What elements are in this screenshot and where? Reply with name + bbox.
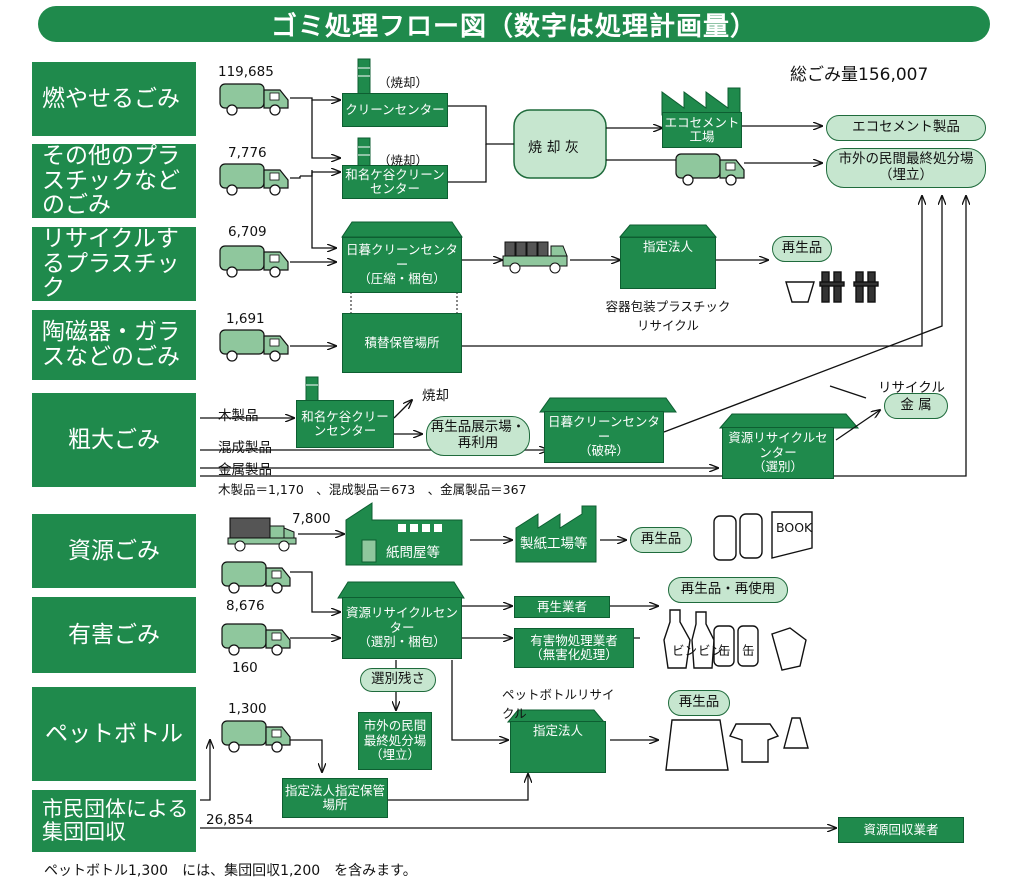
higurashi-crush-label: 日暮クリーンセンター bbox=[548, 414, 660, 444]
can-label-1: 缶 bbox=[718, 643, 731, 658]
designated-label-2: 指定法人 bbox=[532, 723, 583, 738]
category-ceramic: 陶磁器・ガラスなどのごみ bbox=[32, 310, 196, 380]
truck-icon bbox=[221, 561, 291, 594]
reuse-exhibit: 再生品展示場・再利用 bbox=[426, 416, 530, 456]
bottle-label-1: ビン bbox=[672, 643, 698, 658]
truck-icon bbox=[502, 241, 568, 274]
recycled-product-1: 再生品 bbox=[772, 236, 832, 262]
amount-recycle-plastic: 6,709 bbox=[228, 224, 267, 240]
designated-corp-2: 指定法人 bbox=[510, 721, 606, 773]
incineration-tag-1: （焼却） bbox=[378, 75, 429, 90]
amount-burnable: 119,685 bbox=[218, 64, 274, 80]
truck-icon bbox=[221, 623, 291, 656]
metal-recycle-label: リサイクル bbox=[878, 380, 945, 396]
category-resource: 資源ごみ bbox=[32, 514, 196, 588]
amount-hazardous-b: 160 bbox=[232, 660, 258, 676]
paper-dealer-label: 紙問屋等 bbox=[386, 545, 440, 561]
ash-label: 焼 却 灰 bbox=[528, 140, 579, 156]
resource-recycle-center: 資源リサイクルセンター （選別・梱包） bbox=[342, 597, 462, 659]
higurashi-note: （圧縮・梱包） bbox=[358, 271, 446, 287]
amount-other-plastic: 7,776 bbox=[228, 145, 267, 161]
resource-collector: 資源回収業者 bbox=[838, 817, 964, 843]
bulky-wood-label: 木製品 bbox=[218, 408, 259, 424]
container-recycle: 容器包装プラスチックリサイクル bbox=[605, 299, 731, 333]
designated-corp-1: 指定法人 bbox=[620, 237, 716, 289]
bulky-breakdown: 木製品＝1,170 、混成製品＝673 、金属製品＝367 bbox=[218, 482, 527, 497]
resource-center-sort-label: 資源リサイクルセンター bbox=[728, 430, 828, 460]
pet-recycle-label: ペットボトルリサイクル bbox=[502, 687, 615, 721]
bulky-metal-label: 金属製品 bbox=[218, 462, 272, 478]
recycled-product-3: 再生品 bbox=[668, 690, 730, 716]
recycler-box: 再生業者 bbox=[514, 596, 610, 618]
truck-icon bbox=[219, 329, 289, 362]
recycled-reuse: 再生品・再使用 bbox=[668, 577, 788, 603]
eco-cement-plant-label: エコセメント工場 bbox=[664, 114, 740, 144]
higurashi-center: 日暮クリーンセンター （圧縮・梱包） bbox=[342, 237, 462, 293]
hazard-processor-label: 有害物処理業者 bbox=[530, 632, 618, 648]
category-recycle-plastic: リサイクルするプラスチック bbox=[32, 226, 196, 301]
crush-note: （破砕） bbox=[578, 443, 629, 459]
eco-cement-plant: エコセメント工場 bbox=[662, 112, 742, 148]
book-label: BOOK bbox=[776, 520, 813, 535]
category-hazardous: 有害ごみ bbox=[32, 597, 196, 673]
category-burnable: 燃やせるごみ bbox=[32, 62, 196, 136]
metal-box: 金 属 bbox=[884, 393, 948, 419]
designated-storage-label: 指定法人指定保管場所 bbox=[284, 782, 385, 812]
bottle-label-2: ビン bbox=[698, 643, 724, 658]
amount-hazardous-a: 8,676 bbox=[226, 598, 265, 614]
resource-recycle-center-label: 資源リサイクルセンター bbox=[346, 605, 458, 635]
landfill-box: 市外の民間最終処分場（埋立） bbox=[826, 148, 986, 188]
sort-pack-note: （選別・梱包） bbox=[358, 634, 446, 650]
truck-icon bbox=[219, 83, 289, 116]
resource-center-sort: 資源リサイクルセンター （選別） bbox=[722, 427, 834, 479]
wanagaya-center-label: 和名ケ谷クリーンセンター bbox=[345, 166, 445, 196]
truck-icon bbox=[219, 245, 289, 278]
clean-center-box: クリーンセンター bbox=[342, 93, 448, 127]
wanagaya-center-box: 和名ケ谷クリーンセンター bbox=[342, 165, 448, 199]
total-waste: 総ごみ量156,007 bbox=[790, 65, 929, 85]
storage-label: 積替保管場所 bbox=[364, 334, 440, 350]
recycled-product-2: 再生品 bbox=[630, 527, 692, 553]
hazard-processor-box: 有害物処理業者 （無害化処理） bbox=[514, 628, 634, 668]
category-bulky: 粗大ごみ bbox=[32, 393, 196, 487]
incineration-tag-2: （焼却） bbox=[378, 153, 429, 168]
incinerate-label: 焼却 bbox=[422, 388, 449, 404]
bulky-mixed-label: 混成製品 bbox=[218, 440, 272, 456]
wanagaya-bulky-label: 和名ケ谷クリーンセンター bbox=[301, 408, 389, 438]
amount-resource: 7,800 bbox=[292, 511, 331, 527]
designated-label-1: 指定法人 bbox=[642, 239, 693, 254]
truck-icon bbox=[219, 163, 289, 196]
recycler-label: 再生業者 bbox=[536, 598, 587, 614]
truck-icon bbox=[221, 720, 291, 753]
higurashi-label: 日暮クリーンセンター bbox=[346, 242, 458, 272]
eco-cement-product: エコセメント製品 bbox=[826, 115, 986, 141]
landfill-2: 市外の民間最終処分場（埋立） bbox=[358, 712, 432, 770]
clean-center-label: クリーンセンター bbox=[345, 101, 445, 117]
truck-icon bbox=[675, 153, 745, 186]
category-pet: ペットボトル bbox=[32, 687, 196, 781]
sort-residue: 選別残さ bbox=[360, 668, 436, 692]
landfill-2-label: 市外の民間最終処分場（埋立） bbox=[363, 718, 427, 763]
category-other-plastic: その他のプラスチックなどのごみ bbox=[32, 143, 196, 218]
amount-citizen: 26,854 bbox=[206, 812, 254, 828]
diagram-title: ゴミ処理フロー図（数字は処理計画量） bbox=[38, 6, 990, 42]
resource-collector-label: 資源回収業者 bbox=[863, 821, 939, 837]
amount-ceramic: 1,691 bbox=[226, 311, 265, 327]
amount-pet: 1,300 bbox=[228, 701, 267, 717]
footnote: ペットボトル1,300 には、集団回収1,200 を含みます。 bbox=[44, 863, 417, 879]
category-citizen: 市民団体による集団回収 bbox=[32, 790, 196, 852]
storage-box: 積替保管場所 bbox=[342, 313, 462, 373]
truck-icon bbox=[227, 517, 297, 552]
sort-note: （選別） bbox=[752, 459, 803, 475]
higurashi-crush: 日暮クリーンセンター （破砕） bbox=[544, 411, 664, 463]
wanagaya-bulky: 和名ケ谷クリーンセンター bbox=[296, 400, 394, 448]
can-label-2: 缶 bbox=[742, 643, 755, 658]
paper-mill-label: 製紙工場等 bbox=[520, 536, 588, 552]
designated-storage: 指定法人指定保管場所 bbox=[282, 778, 388, 818]
hazard-note: （無害化処理） bbox=[530, 647, 618, 662]
